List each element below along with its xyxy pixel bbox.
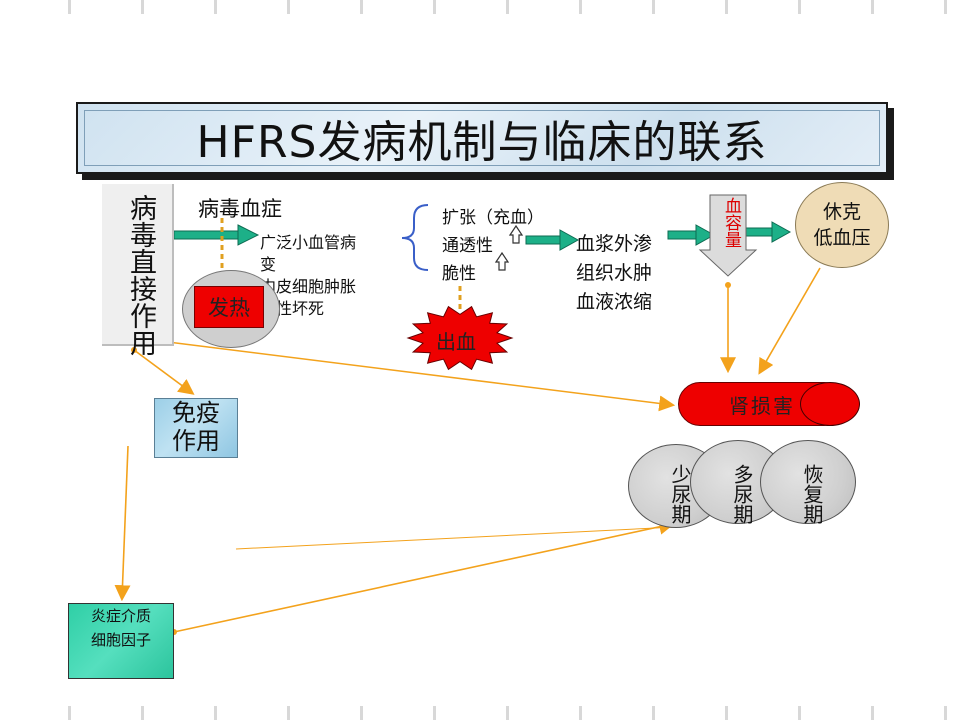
tick-mark	[360, 0, 363, 14]
plasma-line-3: 血液浓缩	[576, 291, 653, 313]
line-thin-to-phases	[235, 526, 677, 550]
blood-volume-label: 血容量	[721, 197, 741, 248]
plasma-line-1: 血浆外渗	[576, 233, 653, 255]
bottom-tick-border	[0, 706, 960, 724]
arrow-plasma-to-volume	[667, 224, 716, 246]
title-inner-frame	[84, 110, 880, 166]
arrow-volume-to-shock	[745, 221, 792, 243]
tick-mark	[725, 0, 728, 14]
capillary-line-2: 变	[260, 255, 277, 274]
tick-mark	[287, 706, 290, 720]
tick-mark	[579, 706, 582, 720]
arrow-immune-to-inflammation	[114, 445, 131, 602]
tick-mark	[725, 706, 728, 720]
tick-mark	[579, 0, 582, 14]
up-arrow-fragility	[494, 251, 510, 271]
arrow-inflammation-to-phases	[173, 518, 676, 633]
immune-box: 免疫 作用	[154, 398, 238, 458]
phase-oliguria-label: 少尿期	[668, 464, 692, 524]
arrow-virus-to-capillary	[173, 224, 260, 246]
bracket	[401, 204, 429, 271]
tick-mark	[944, 0, 947, 14]
dilation-line-3: 脆性	[442, 264, 476, 284]
immune-line-2: 作用	[172, 427, 220, 455]
tick-mark	[214, 0, 217, 14]
phase-recovery-label: 恢复期	[800, 464, 824, 524]
bleeding-starburst	[406, 305, 514, 371]
plasma-line-2: 组织水肿	[576, 262, 653, 284]
inflammation-line-1: 炎症介质	[90, 607, 151, 625]
tick-mark	[214, 706, 217, 720]
kidney-damage-label: 肾损害	[729, 393, 795, 418]
tick-mark	[506, 706, 509, 720]
inflammation-box: 炎症介质 细胞因子	[68, 603, 174, 679]
blood-volume-arrow-shape	[698, 194, 758, 277]
arrow-dilation-to-plasma	[525, 229, 580, 251]
up-arrow-permeability	[508, 224, 524, 244]
tick-mark	[433, 706, 436, 720]
shock-ellipse: 休克 低血压	[795, 182, 889, 268]
kidney-damage-cap	[800, 382, 860, 426]
tick-mark	[68, 706, 71, 720]
tick-mark	[141, 706, 144, 720]
viremia-label: 病毒血症	[198, 197, 282, 221]
tick-mark	[433, 0, 436, 14]
dilation-text: 扩张（充血） 通透性 脆性	[442, 204, 544, 288]
tick-mark	[287, 0, 290, 14]
virus-direct-box	[102, 184, 174, 346]
capillary-line-3: 内皮细胞肿胀	[260, 277, 357, 296]
tick-mark	[652, 706, 655, 720]
virus-direct-label: 病毒直接作用	[125, 194, 156, 356]
tick-mark	[360, 706, 363, 720]
tick-mark	[652, 0, 655, 14]
tick-mark	[141, 0, 144, 14]
fever-box: 发热	[194, 286, 264, 328]
arrow-shock-to-kidney	[758, 267, 821, 375]
immune-line-1: 免疫	[172, 399, 220, 427]
phase-recovery-ellipse	[760, 440, 856, 524]
phase-polyuria-label: 多尿期	[730, 464, 754, 524]
tick-mark	[944, 706, 947, 720]
arrow-virus-to-kidney	[167, 341, 676, 412]
title-banner: HFRS发病机制与临床的联系	[76, 102, 888, 174]
tick-mark	[506, 0, 509, 14]
dilation-line-2: 通透性	[442, 236, 493, 256]
page-title: HFRS发病机制与临床的联系	[196, 117, 768, 168]
shock-line-1: 休克	[822, 201, 861, 223]
bleeding-label: 出血	[436, 330, 476, 354]
dilation-line-1: 扩张（充血）	[442, 208, 544, 228]
tick-mark	[68, 0, 71, 14]
inflammation-line-2: 细胞因子	[90, 631, 151, 649]
arrow-virus-to-immune	[133, 349, 195, 395]
tick-mark	[871, 706, 874, 720]
tick-mark	[798, 0, 801, 14]
shock-line-2: 低血压	[813, 227, 871, 249]
capillary-line-1: 广泛小血管病	[260, 233, 357, 252]
tick-mark	[798, 706, 801, 720]
tick-mark	[871, 0, 874, 14]
plasma-text: 血浆外渗 组织水肿 血液浓缩	[576, 230, 652, 317]
top-tick-border	[0, 0, 960, 18]
